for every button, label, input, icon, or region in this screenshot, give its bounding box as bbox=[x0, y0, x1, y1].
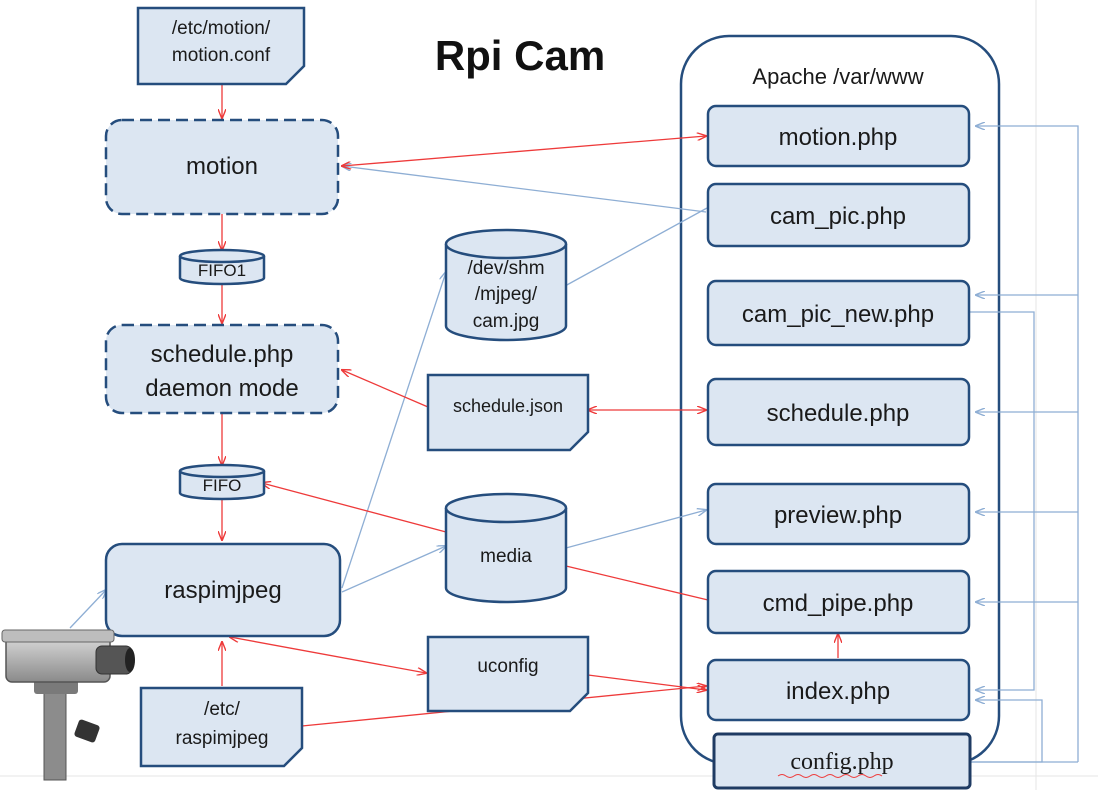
php-page-index: index.php bbox=[706, 658, 971, 722]
raspimjpeg-conf-file: /etc/ raspimjpeg bbox=[139, 686, 304, 768]
schedule-daemon-label-line2: daemon mode bbox=[145, 375, 298, 402]
shm-store: /dev/shm /mjpeg/ cam.jpg bbox=[444, 228, 568, 342]
fifo-label: FIFO bbox=[203, 476, 242, 495]
apache-group-label: Apache /var/www bbox=[752, 64, 923, 89]
red-connectors bbox=[222, 84, 838, 727]
schedule-daemon-label-line1: schedule.php bbox=[151, 341, 294, 368]
php-page-label: preview.php bbox=[774, 502, 902, 529]
raspimjpeg-process: raspimjpeg bbox=[104, 542, 342, 638]
uconfig-file: uconfig bbox=[426, 635, 590, 713]
motion-process: motion bbox=[104, 118, 340, 216]
php-page-motion: motion.php bbox=[706, 104, 971, 168]
php-page-schedule: schedule.php bbox=[706, 377, 971, 447]
schedule-daemon-process: schedule.php daemon mode bbox=[104, 323, 340, 415]
fifo-pipe: FIFO bbox=[178, 463, 266, 501]
config-page-label: config.php bbox=[790, 749, 893, 775]
php-page-label: index.php bbox=[786, 678, 890, 705]
php-page-cam-pic-new: cam_pic_new.php bbox=[706, 279, 971, 347]
raspimjpeg-conf-label-line2: raspimjpeg bbox=[176, 728, 269, 749]
schedule-json-label: schedule.json bbox=[453, 396, 563, 416]
php-page-label: cam_pic_new.php bbox=[742, 301, 934, 328]
spellcheck-underline bbox=[777, 774, 883, 778]
media-store: media bbox=[444, 492, 568, 604]
raspimjpeg-process-label: raspimjpeg bbox=[164, 577, 281, 604]
config-page: config.php bbox=[712, 732, 972, 790]
security-camera-icon bbox=[1, 629, 135, 781]
motion-conf-label-line1: /etc/motion/ bbox=[172, 18, 271, 39]
schedule-json-file: schedule.json bbox=[426, 373, 590, 452]
blue-connectors bbox=[69, 126, 1079, 763]
motion-conf-file: /etc/motion/ motion.conf bbox=[136, 6, 306, 86]
shm-label-line1: /dev/shm bbox=[467, 258, 544, 279]
php-page-cam-pic: cam_pic.php bbox=[706, 182, 971, 248]
shm-label-line3: cam.jpg bbox=[473, 311, 540, 332]
motion-process-label: motion bbox=[186, 153, 258, 180]
php-page-label: cmd_pipe.php bbox=[763, 590, 914, 617]
fifo1-pipe: FIFO1 bbox=[178, 248, 266, 286]
php-page-cmd-pipe: cmd_pipe.php bbox=[706, 569, 971, 635]
motion-conf-label-line2: motion.conf bbox=[172, 45, 271, 66]
php-page-label: cam_pic.php bbox=[770, 203, 906, 230]
fifo1-label: FIFO1 bbox=[198, 261, 246, 280]
media-label: media bbox=[480, 546, 532, 567]
php-page-label: schedule.php bbox=[767, 400, 910, 427]
uconfig-label: uconfig bbox=[477, 656, 538, 677]
raspimjpeg-conf-label-line1: /etc/ bbox=[204, 699, 241, 720]
php-page-preview: preview.php bbox=[706, 482, 971, 546]
php-page-label: motion.php bbox=[779, 124, 898, 151]
diagram-title: Rpi Cam bbox=[435, 32, 605, 79]
shm-label-line2: /mjpeg/ bbox=[475, 284, 538, 305]
